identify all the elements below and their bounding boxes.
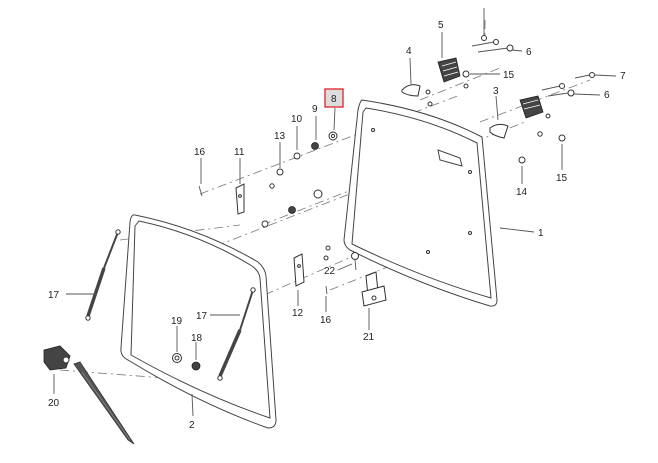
callout-9[interactable]: 9 [312,104,318,115]
callout-labels: 1 2 3 4 5 6 6 7 8 9 10 11 12 13 14 15 15… [48,20,626,431]
part-1-tailgate-glass[interactable] [343,99,498,307]
callout-12[interactable]: 12 [292,308,304,319]
callout-6-lower[interactable]: 6 [604,90,610,101]
callout-19[interactable]: 19 [171,316,183,327]
part-5-hinge[interactable] [437,57,461,83]
callout-8[interactable]: 8 [331,94,337,105]
callout-15-upper[interactable]: 15 [503,70,515,81]
part-21-latch[interactable] [361,271,387,307]
part-11-bracket[interactable] [235,183,245,215]
callout-10[interactable]: 10 [291,114,303,125]
part-22-screw[interactable] [351,252,359,271]
part-16-pin-lower[interactable] [325,285,328,295]
callout-3[interactable]: 3 [493,86,499,97]
lower-washers[interactable] [261,183,323,228]
part-10-washer[interactable] [293,152,301,160]
small-washers-center[interactable] [323,89,433,261]
part-7-bolt[interactable] [574,72,595,79]
callout-5[interactable]: 5 [438,20,444,31]
part-14-washer[interactable] [518,156,526,164]
part-6-bolt-upper[interactable] [471,39,514,53]
callout-15-lower[interactable]: 15 [556,173,568,184]
callout-20[interactable]: 20 [48,398,60,409]
part-2-window-seal[interactable] [120,214,277,429]
part-6-bolt-lower[interactable] [541,83,575,97]
callout-17-right[interactable]: 17 [196,311,208,322]
part-20-wiper-assembly[interactable] [43,345,135,445]
callout-13[interactable]: 13 [274,131,286,142]
callout-16-lower[interactable]: 16 [320,315,332,326]
callout-16-upper[interactable]: 16 [194,147,206,158]
callout-17-left[interactable]: 17 [48,290,60,301]
part-8-washer[interactable] [328,131,338,141]
part-4-hinge-cover[interactable] [401,84,421,97]
callout-21[interactable]: 21 [363,332,375,343]
hinge-right[interactable] [519,95,544,119]
part-9-nut[interactable] [311,142,319,150]
callout-4[interactable]: 4 [406,46,412,57]
callout-18[interactable]: 18 [191,333,203,344]
part-16-pin-upper[interactable] [198,185,203,197]
selected-part-highlight [324,88,344,108]
callout-22[interactable]: 22 [324,266,336,277]
top-bolt[interactable] [481,8,487,41]
callout-1[interactable]: 1 [538,228,544,239]
callout-7[interactable]: 7 [620,71,626,82]
callout-14[interactable]: 14 [516,187,528,198]
part-15-washer-lower[interactable] [537,113,566,142]
callout-6-upper[interactable]: 6 [526,47,532,58]
part-13-washer[interactable] [276,168,284,176]
part-17-gas-strut-left[interactable] [85,229,121,321]
part-19-cap[interactable] [172,353,182,363]
part-18-grommet[interactable] [191,361,201,371]
leader-lines [53,32,617,417]
part-3-hinge-cover[interactable] [489,123,509,139]
part-17-gas-strut-right[interactable] [217,287,256,381]
callout-2[interactable]: 2 [189,420,195,431]
part-12-bracket[interactable] [293,253,305,287]
part-15-washer-upper[interactable] [462,70,470,89]
callout-11[interactable]: 11 [234,147,245,158]
